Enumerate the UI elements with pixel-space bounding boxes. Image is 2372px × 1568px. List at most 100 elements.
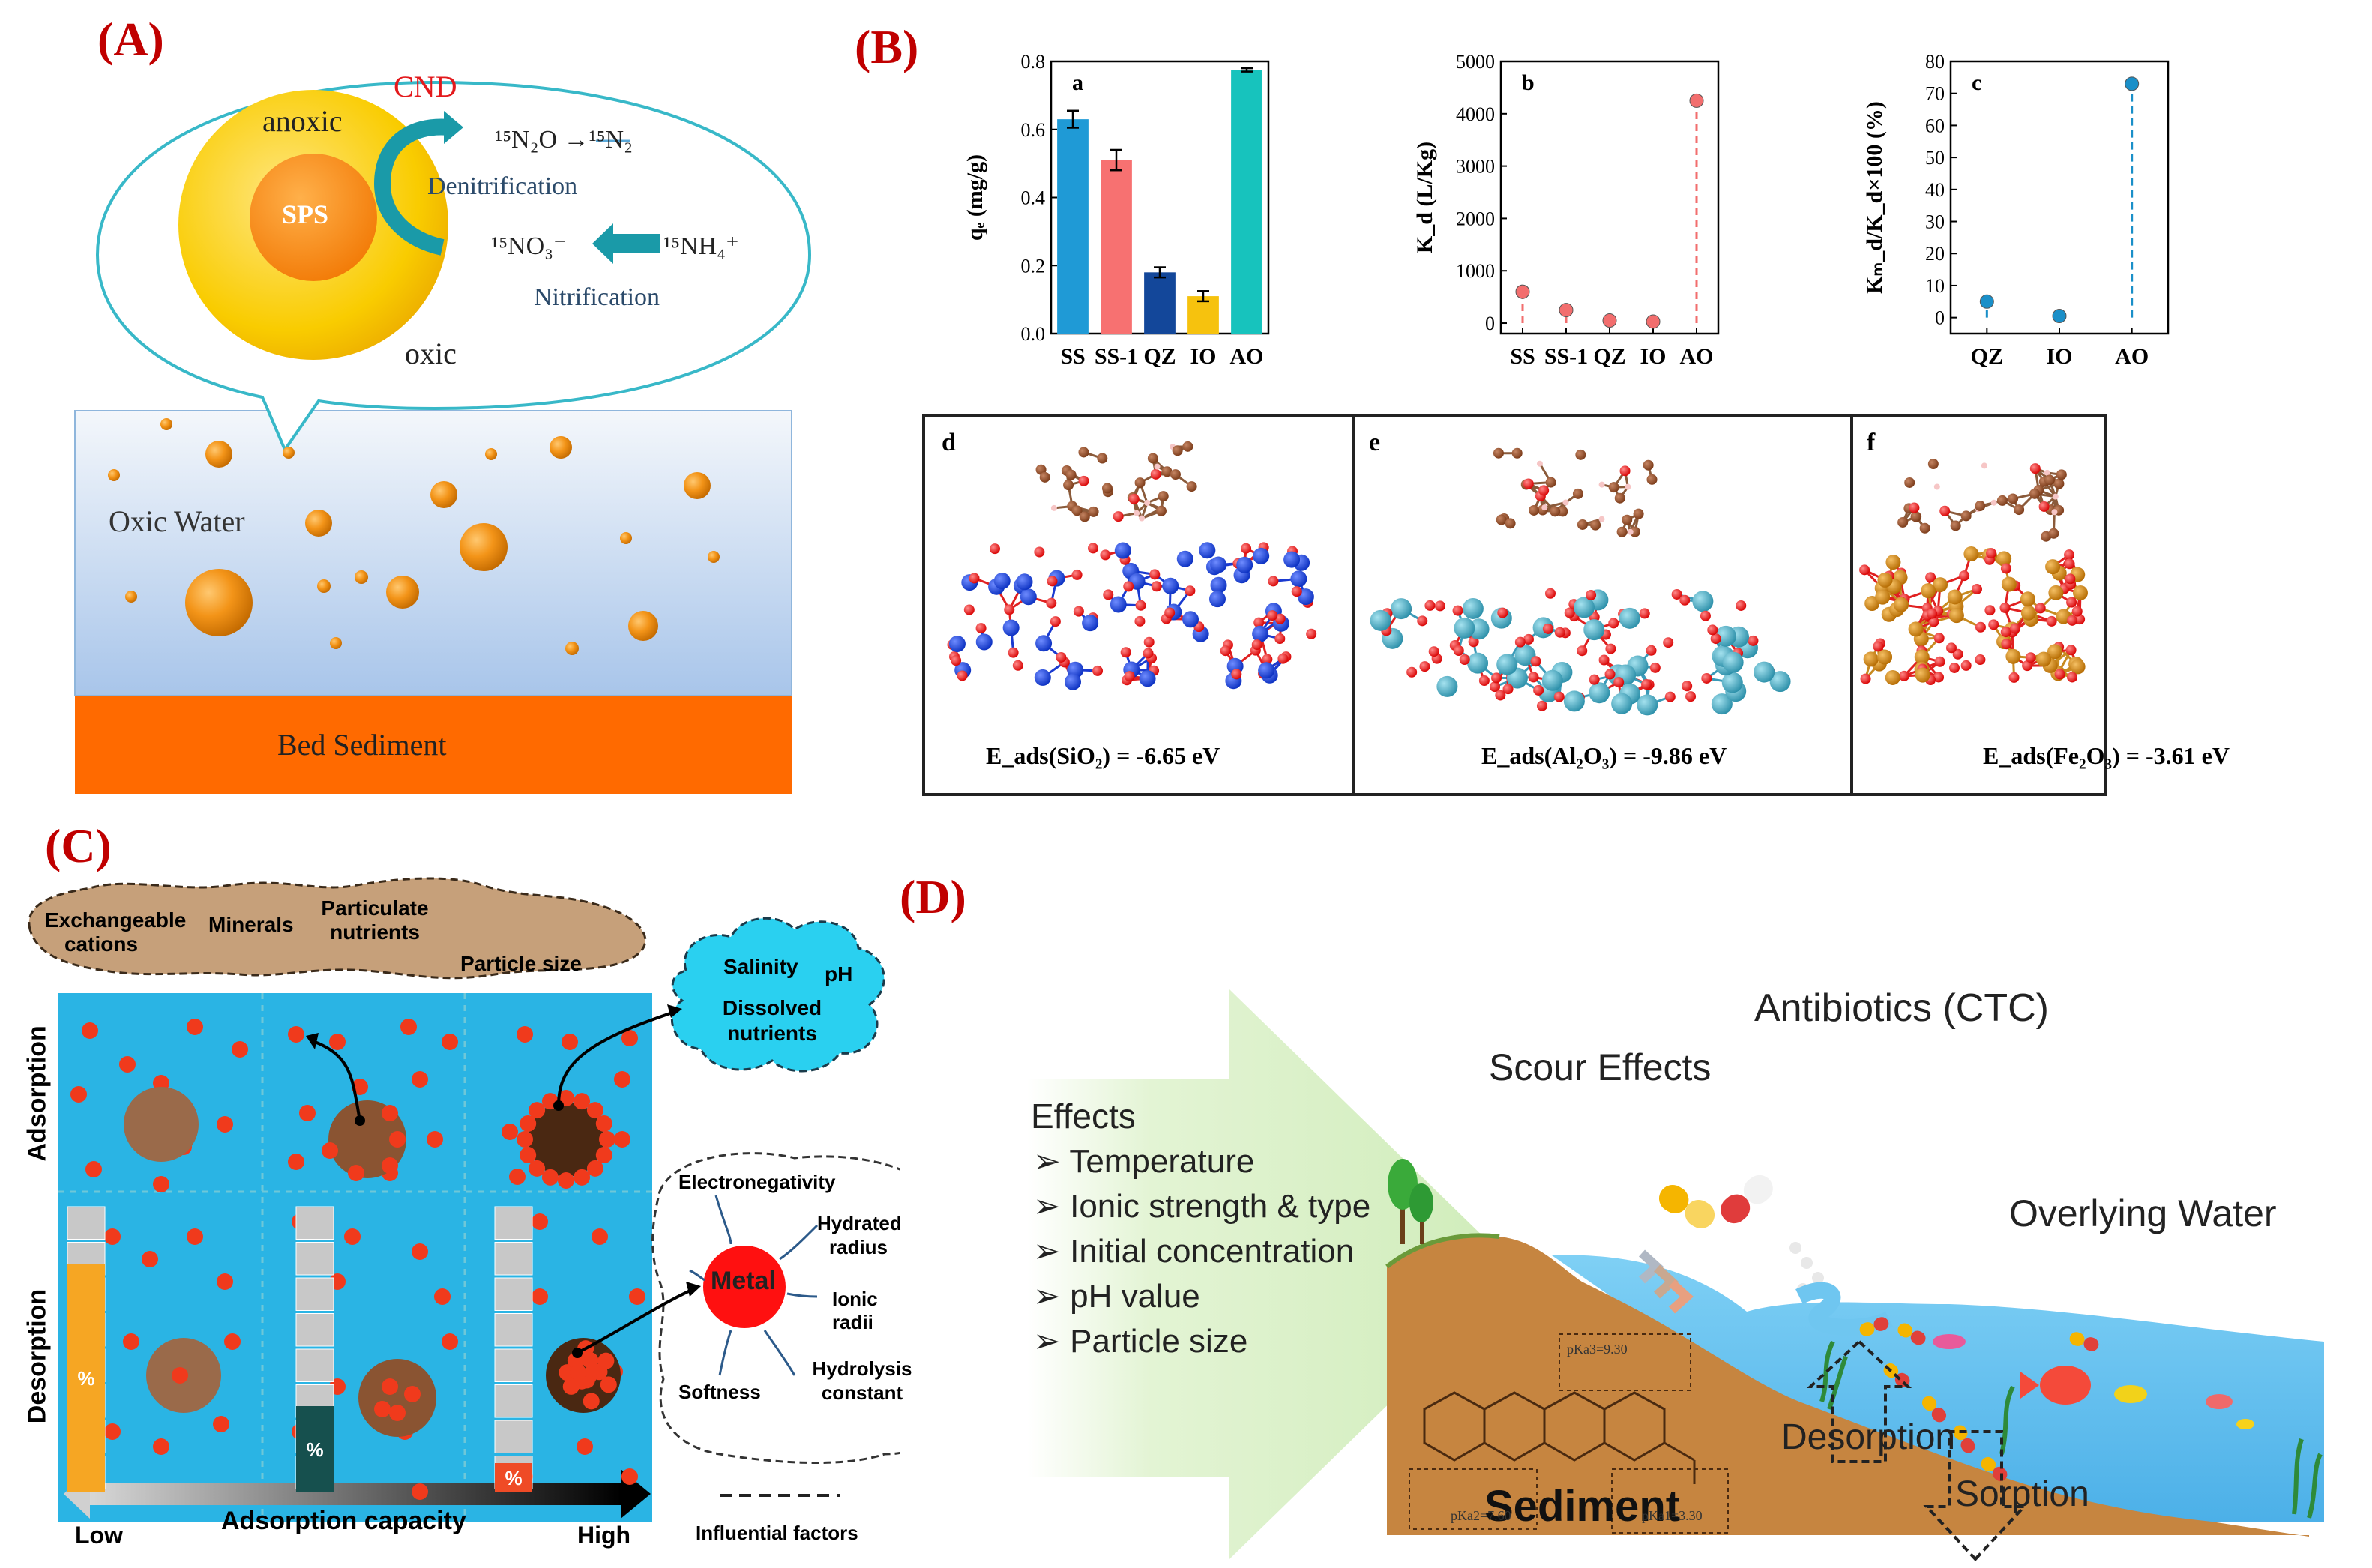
low-label: Low bbox=[75, 1522, 123, 1549]
pka3-label: pKa3=9.30 bbox=[1567, 1342, 1628, 1357]
effect-label: Ionic strength & type bbox=[1070, 1188, 1371, 1225]
desorption-bar-segment bbox=[67, 1206, 106, 1240]
x-tick-label: SS-1 bbox=[1544, 344, 1588, 369]
point-IO bbox=[2052, 309, 2067, 324]
y-tick-label: 40 bbox=[1925, 179, 1945, 201]
legend-label: Influential factors bbox=[696, 1522, 858, 1544]
sediment-particle bbox=[358, 1359, 436, 1437]
desorption-bar-segment bbox=[295, 1348, 334, 1382]
y-tick-label: 3000 bbox=[1456, 156, 1495, 178]
metal-label: Metal bbox=[711, 1267, 776, 1295]
y-tick-label: 50 bbox=[1925, 147, 1945, 169]
metal-ion-dot bbox=[329, 1034, 346, 1050]
metal-ion-dot bbox=[562, 1034, 578, 1050]
panel-d: (D) bbox=[900, 817, 2372, 1568]
factor-ionic-radii: Ionic radii bbox=[832, 1288, 878, 1333]
fish-icon bbox=[1933, 1334, 2254, 1429]
metal-ion-dot bbox=[532, 1213, 548, 1230]
sps-core bbox=[250, 154, 377, 281]
bar-percent-label: % bbox=[306, 1438, 323, 1461]
y-tick-label: 0.2 bbox=[1021, 255, 1046, 277]
metal-ion-dot bbox=[288, 1026, 304, 1043]
pka1-label: pKa1=3.30 bbox=[1642, 1508, 1703, 1523]
oxic-label: oxic bbox=[405, 337, 457, 370]
water-particles bbox=[108, 418, 720, 655]
x-tick-label: QZ bbox=[1593, 344, 1625, 369]
y-tick-label: 10 bbox=[1925, 275, 1945, 297]
capsule-icon bbox=[1981, 1456, 2008, 1482]
bullet-icon: ➢ bbox=[1033, 1323, 1061, 1360]
bed-sediment-label: Bed Sediment bbox=[277, 728, 447, 762]
x-tick-label: AO bbox=[2115, 344, 2149, 369]
factor-exchangeable-cations: Exchangeable cations bbox=[45, 908, 187, 956]
metal-ion-dot bbox=[70, 1086, 87, 1103]
effects-arrow bbox=[1027, 989, 1522, 1559]
metal-ion-dot bbox=[517, 1026, 533, 1043]
sediment-particle bbox=[529, 1102, 603, 1177]
cnd-label: CND bbox=[394, 70, 457, 103]
factor-hydrolysis-constant: Hydrolysis constant bbox=[812, 1357, 912, 1404]
desorption-bar-fill bbox=[495, 1463, 532, 1492]
bar-IO bbox=[1187, 296, 1219, 334]
desorption-bar-segment bbox=[295, 1206, 334, 1240]
y-tick-label: 0.8 bbox=[1021, 51, 1046, 73]
metal-ion-dot bbox=[502, 1124, 518, 1140]
y-tick-label: 20 bbox=[1925, 243, 1945, 265]
metal-ion-dot bbox=[217, 1116, 233, 1133]
connector-arrowhead-icon bbox=[306, 1033, 319, 1049]
panel-b-letter: (B) bbox=[855, 20, 919, 73]
chart-panel-label: b bbox=[1522, 70, 1535, 95]
connector-line bbox=[314, 1040, 361, 1121]
connector-line bbox=[557, 1010, 675, 1106]
metal-ion-dot bbox=[288, 1154, 304, 1170]
y-axis-label: K_d (L/Kg) bbox=[1412, 142, 1437, 253]
structure-divider bbox=[1352, 417, 1355, 793]
adsorption-label: Adsorption bbox=[22, 1025, 52, 1162]
y-tick-label: 30 bbox=[1925, 211, 1945, 233]
bar-percent-label: % bbox=[505, 1467, 522, 1489]
panel-a-letter: (A) bbox=[97, 13, 164, 66]
bar-QZ bbox=[1144, 272, 1176, 334]
x-tick-label: IO bbox=[1640, 344, 1666, 369]
metal-ion-dot bbox=[614, 1071, 630, 1088]
metal-ion-dot bbox=[434, 1288, 451, 1305]
sediment-body bbox=[1387, 1235, 2309, 1537]
desorption-label-d: Desorption bbox=[1781, 1417, 1956, 1457]
structure-label-e: e bbox=[1369, 429, 1381, 456]
desorption-bar-segment bbox=[494, 1277, 533, 1311]
x-tick-label: SS bbox=[1060, 344, 1085, 369]
metal-ion-dot bbox=[614, 1131, 630, 1148]
energy-sio2: E_ads(SiO₂) = -6.65 eV bbox=[986, 742, 1220, 769]
n2o-label: ¹⁵N₂O →¹⁵N₂ bbox=[495, 126, 633, 154]
energy-al2o3: E_ads(Al₂O₃) = -9.86 eV bbox=[1481, 742, 1727, 769]
connector-arrowhead-icon bbox=[686, 1282, 701, 1297]
capsule-icon bbox=[1921, 1396, 1947, 1423]
y-tick-label: 0.0 bbox=[1021, 323, 1046, 345]
metal-ion-dot bbox=[400, 1019, 417, 1035]
metal-ion-dot bbox=[104, 1228, 121, 1245]
y-tick-label: 5000 bbox=[1456, 51, 1495, 73]
y-tick-label: 1000 bbox=[1456, 260, 1495, 282]
metal-ion-dot bbox=[427, 1131, 443, 1148]
point-IO bbox=[1646, 314, 1661, 329]
metal-ion-dot bbox=[153, 1176, 169, 1192]
antibiotics-label: Antibiotics (CTC) bbox=[1754, 986, 2049, 1030]
effect-label: Initial concentration bbox=[1070, 1233, 1355, 1270]
metal-ion-dot bbox=[187, 1228, 203, 1245]
y-tick-label: 0.6 bbox=[1021, 119, 1046, 141]
metal-ion-dot bbox=[142, 1251, 158, 1267]
factor-hydrated-radius: Hydrated radius bbox=[817, 1212, 902, 1258]
denitrification-label: Denitrification bbox=[427, 172, 578, 200]
x-tick-label: AO bbox=[1680, 344, 1714, 369]
metal-ion-dot bbox=[299, 1105, 316, 1121]
sio2-structure bbox=[947, 441, 1317, 690]
structure-divider bbox=[1850, 417, 1853, 793]
y-axis-label: Kₘ_d/K_d×100 (%) bbox=[1862, 101, 1887, 294]
desorption-bar-segment bbox=[295, 1242, 334, 1276]
effect-item: ➢ Particle size bbox=[1033, 1319, 1370, 1364]
scour-chevrons-icon bbox=[1638, 1249, 1694, 1314]
